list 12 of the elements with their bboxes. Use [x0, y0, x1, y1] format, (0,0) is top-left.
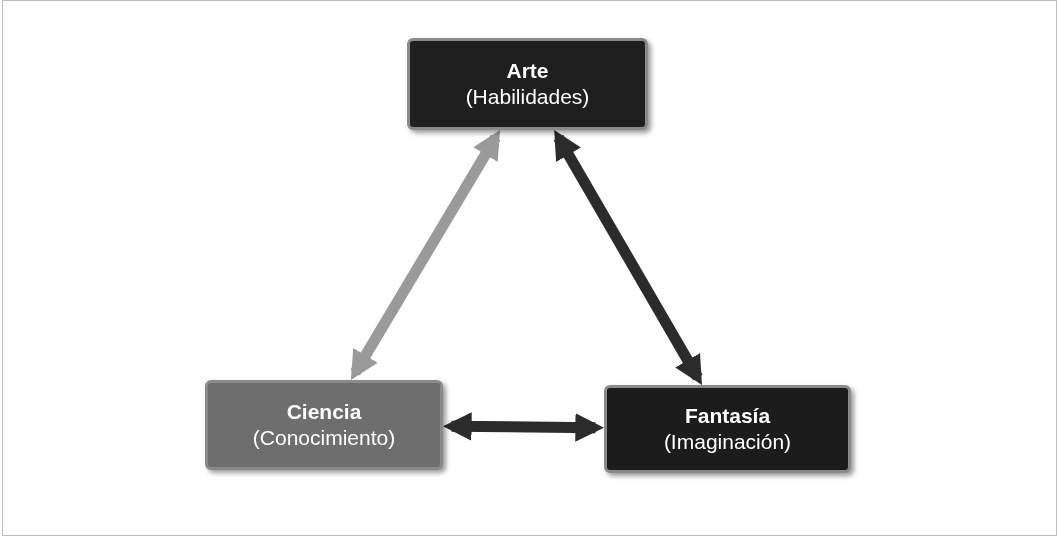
double-arrow: [443, 412, 604, 442]
box-title: Fantasía: [684, 402, 771, 429]
rounded-box: [205, 380, 443, 470]
box-title: Ciencia: [286, 398, 362, 425]
double-arrow: [553, 130, 703, 385]
rounded-box: [407, 38, 648, 130]
box-subtitle: (Conocimiento): [252, 425, 396, 451]
box-title: Arte: [506, 57, 549, 84]
double-arrow: [350, 130, 501, 380]
box-subtitle: (Imaginación): [663, 429, 792, 455]
rounded-box: [604, 385, 851, 473]
box-subtitle: (Habilidades): [465, 84, 590, 110]
